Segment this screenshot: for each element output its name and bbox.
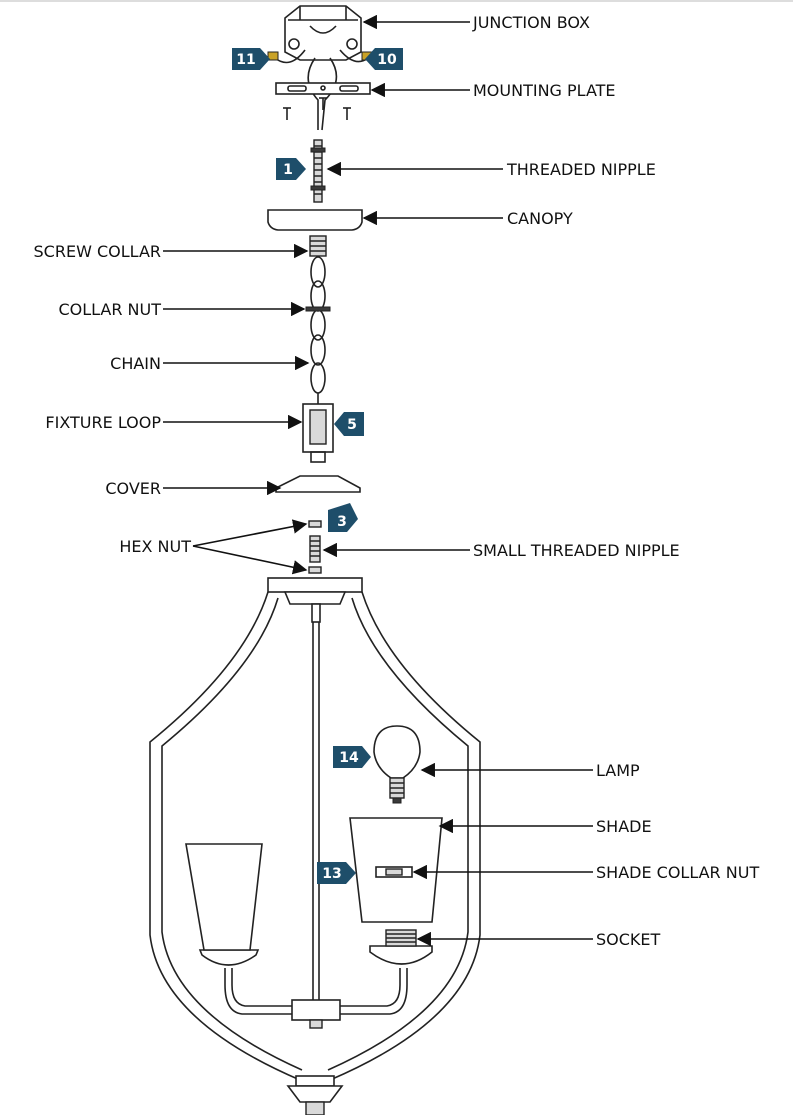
label-fixture-loop: FIXTURE LOOP: [45, 413, 161, 432]
leader-hex-nut-upper: [192, 519, 308, 547]
left-shade: [185, 843, 263, 951]
label-mounting-plate: MOUNTING PLATE: [473, 81, 616, 100]
svg-text:14: 14: [339, 750, 359, 766]
shade-collar-nut: [375, 866, 413, 878]
lamp-bulb: [373, 725, 421, 804]
step-badge-3: 3: [328, 503, 358, 532]
mounting-screw-right: [343, 107, 351, 120]
step-badge-11: 11: [232, 48, 270, 70]
step-badge-10: 10: [365, 48, 403, 70]
svg-text:1: 1: [283, 162, 293, 178]
hex-nut-upper: [308, 520, 322, 528]
svg-text:11: 11: [236, 52, 255, 68]
label-socket: SOCKET: [596, 930, 661, 949]
step-badge-14: 14: [333, 746, 371, 768]
label-collar-nut: COLLAR NUT: [58, 300, 161, 319]
wire-nut-left: [267, 51, 279, 61]
label-cover: COVER: [105, 479, 161, 498]
cover: [275, 475, 361, 493]
label-canopy: CANOPY: [507, 209, 573, 228]
mounting-screw-center: [319, 97, 327, 110]
screw-collar: [309, 235, 327, 257]
step-badge-5: 5: [334, 412, 364, 436]
collar-nut: [305, 306, 331, 312]
svg-text:5: 5: [347, 417, 357, 433]
step-badge-13: 13: [317, 862, 356, 884]
step-badge-1: 1: [276, 158, 306, 180]
chain: [310, 256, 326, 404]
fixture-loop: [302, 403, 334, 463]
small-threaded-nipple: [309, 535, 321, 563]
fixture-body: [149, 577, 481, 1115]
label-chain: CHAIN: [110, 354, 161, 373]
canopy: [267, 209, 363, 231]
label-shade: SHADE: [596, 817, 652, 836]
mounting-plate: [275, 82, 371, 120]
label-junction-box: JUNCTION BOX: [472, 13, 590, 32]
mounting-screw-left: [283, 107, 291, 120]
svg-text:13: 13: [322, 866, 341, 882]
label-hex-nut: HEX NUT: [119, 537, 191, 556]
junction-box: [284, 5, 362, 61]
svg-text:3: 3: [337, 514, 347, 530]
label-screw-collar: SCREW COLLAR: [34, 242, 161, 261]
label-shade-collar-nut: SHADE COLLAR NUT: [596, 863, 759, 882]
label-threaded-nipple: THREADED NIPPLE: [506, 160, 656, 179]
label-lamp: LAMP: [596, 761, 640, 780]
leader-hex-nut-lower: [192, 545, 308, 575]
svg-text:10: 10: [377, 52, 397, 68]
threaded-nipple: [310, 139, 326, 203]
label-small-threaded-nipple: SMALL THREADED NIPPLE: [473, 541, 680, 560]
hex-nut-lower: [308, 566, 322, 574]
socket: [369, 929, 433, 965]
